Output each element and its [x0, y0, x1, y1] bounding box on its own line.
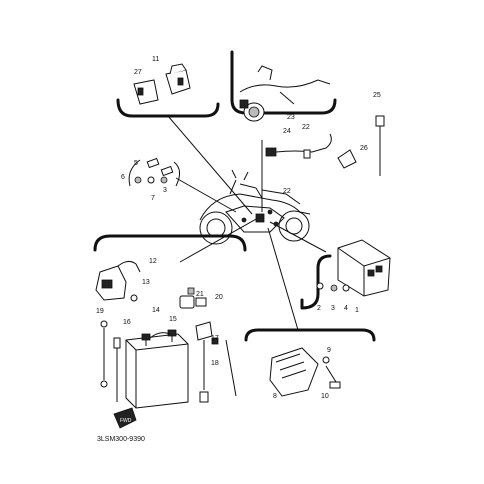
callout-number: 10 — [321, 393, 329, 400]
callout-number: 26 — [360, 145, 368, 152]
leader-line-relays — [167, 115, 253, 215]
leader-line-switches — [175, 177, 237, 213]
callout-number: 20 — [215, 294, 223, 301]
callout-number: 24 — [283, 128, 291, 135]
group-bracket-battery-area — [93, 234, 247, 252]
battery-cable-parts — [100, 320, 121, 402]
drawing-code: 3LSM300-9390 — [97, 436, 145, 443]
callout-number: 1 — [355, 307, 359, 314]
callout-number: 15 — [169, 316, 177, 323]
callout-number: 2 — [317, 305, 321, 312]
callout-number: 13 — [142, 279, 150, 286]
callout-number: 12 — [149, 258, 157, 265]
callout-number: 22 — [283, 188, 291, 195]
callout-number: 19 — [96, 308, 104, 315]
callout-number: 5 — [134, 160, 138, 167]
callout-number: 17 — [211, 335, 219, 342]
rectifier-parts — [269, 347, 341, 397]
leader-line-cdi — [269, 221, 327, 253]
callout-number: 6 — [121, 174, 125, 181]
callout-number: 23 — [287, 114, 295, 121]
callout-number: 4 — [344, 305, 348, 312]
callout-number: 7 — [151, 195, 155, 202]
callout-number: 8 — [273, 393, 277, 400]
neutral-switch-parts — [128, 157, 180, 187]
front-marker-text: FWD — [120, 418, 132, 424]
leader-line-battery — [179, 217, 259, 263]
group-bracket-relays — [116, 98, 220, 118]
fuse-holder-parts — [179, 287, 207, 309]
callout-number: 21 — [196, 291, 204, 298]
callout-number: 3 — [331, 305, 335, 312]
callout-number: 18 — [211, 360, 219, 367]
starter-relay-parts — [195, 321, 237, 403]
callout-number: 9 — [327, 347, 331, 354]
callout-number: 25 — [373, 92, 381, 99]
group-bracket-cdi — [300, 254, 332, 310]
callout-number: 16 — [123, 319, 131, 326]
cdi-unit-parts — [316, 239, 391, 297]
group-bracket-rectifier — [244, 328, 376, 342]
battery-parts — [125, 329, 189, 409]
wire-harness-parts — [239, 65, 357, 169]
callout-number: 11 — [152, 56, 159, 63]
motorcycle-outline — [199, 169, 311, 245]
callout-number: 22 — [302, 124, 310, 131]
callout-labels: 11 27 23 22 24 25 26 5 6 7 3 22 12 13 21… — [96, 56, 381, 400]
flasher-relay-parts — [95, 260, 141, 302]
callout-number: 14 — [152, 307, 160, 314]
callout-number: 3 — [163, 187, 167, 194]
cable-tie-part — [375, 115, 385, 176]
leader-line-rectifier — [267, 227, 299, 331]
relay-parts — [133, 63, 191, 105]
front-direction-marker: FWD — [113, 407, 137, 429]
callout-number: 27 — [134, 69, 142, 76]
